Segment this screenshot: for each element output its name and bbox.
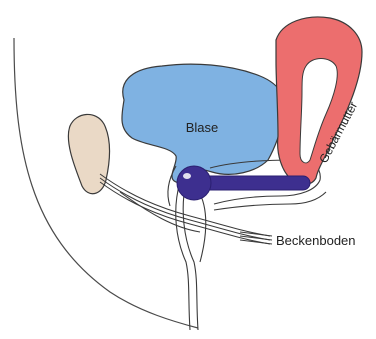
pelvic-floor-leader <box>240 232 272 244</box>
pessary-stem <box>196 176 310 190</box>
pelvic-floor-label: Beckenboden <box>276 233 356 248</box>
pubic-bone <box>68 114 109 193</box>
pessary-ball <box>177 166 211 200</box>
pessary-highlight <box>183 173 191 179</box>
bladder-label: Blase <box>186 120 219 135</box>
